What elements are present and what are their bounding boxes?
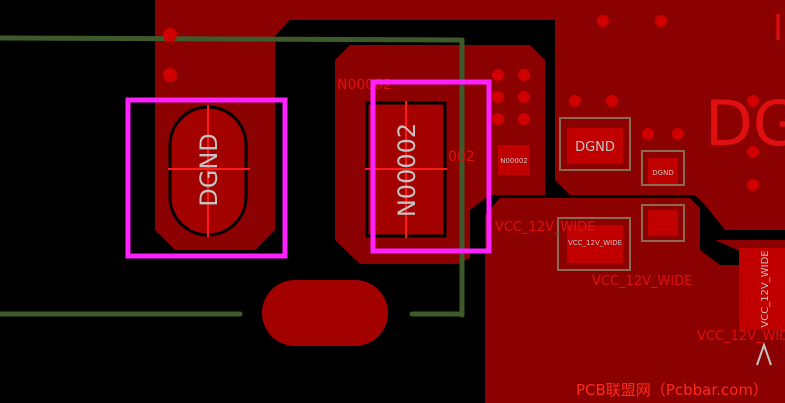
pad-vcc-side-label: VCC_12V_WIDE <box>760 250 771 327</box>
via[interactable] <box>597 15 609 27</box>
selection-box-n00002[interactable] <box>370 79 492 254</box>
via[interactable] <box>655 15 667 27</box>
via[interactable] <box>642 128 654 140</box>
pad-n00002-small[interactable] <box>498 145 530 175</box>
pad-vcc[interactable] <box>567 225 623 263</box>
pad-dgnd-main-label: DGND <box>195 133 223 207</box>
net-label-n00002-mid: 002 <box>448 149 475 165</box>
via[interactable] <box>747 95 759 107</box>
via[interactable] <box>492 69 504 81</box>
pad-dgnd-tiny[interactable] <box>648 158 678 184</box>
via[interactable] <box>492 91 504 103</box>
via[interactable] <box>163 28 177 42</box>
via[interactable] <box>747 146 759 158</box>
silk-outline-vcc-pad <box>557 217 631 271</box>
pad-n00002-main-label: N00002 <box>393 123 421 217</box>
vias <box>163 15 759 191</box>
via[interactable] <box>163 68 177 82</box>
pad-n00002-small-label: N00002 <box>500 157 528 165</box>
pad-vcc-side[interactable] <box>739 248 785 330</box>
copper-pours <box>155 0 785 403</box>
copper-pour-lower-right <box>485 198 785 403</box>
pad-dgnd-tiny-label: DGND <box>652 169 673 177</box>
via[interactable] <box>518 91 530 103</box>
pad-vcc-label: VCC_12V_WIDE <box>568 239 622 247</box>
trace-top-horizontal[interactable] <box>0 35 465 43</box>
net-label-vcc-c: VCC_12V_WIDE <box>697 329 785 344</box>
copper-pour-upper-right <box>555 0 785 230</box>
traces <box>0 35 465 318</box>
net-label-big-partial: DG <box>705 87 785 160</box>
pad-dgnd-small-label: DGND <box>575 140 615 155</box>
via[interactable] <box>518 69 530 81</box>
pad-n00002-main[interactable]: N00002 <box>365 101 447 238</box>
silk-outline-pad-tiny-2 <box>641 204 685 242</box>
via[interactable] <box>518 113 530 125</box>
net-label-n00002-top: N00002 <box>337 77 392 93</box>
silk-outline-dgnd-tiny <box>641 150 685 186</box>
via[interactable] <box>672 128 684 140</box>
oblong-pad-bottom[interactable] <box>262 280 388 346</box>
selection-box-dgnd[interactable] <box>125 97 288 259</box>
via[interactable] <box>569 95 581 107</box>
net-label-vcc-b: VCC_12V_WIDE <box>592 274 692 289</box>
pad-tiny-2[interactable] <box>648 210 678 236</box>
pad-dgnd-small[interactable] <box>567 128 623 164</box>
triangle-marker-icon <box>756 341 772 366</box>
via[interactable] <box>492 113 504 125</box>
watermark-text: PCB联盟网（Pcbbar.com） <box>576 381 768 399</box>
via[interactable] <box>747 179 759 191</box>
pad-dgnd-main[interactable]: DGND <box>168 105 250 237</box>
via[interactable] <box>606 95 618 107</box>
silk-outline-dgnd-small <box>559 117 631 171</box>
net-label-vcc-a: VCC_12V_WIDE <box>495 220 595 235</box>
